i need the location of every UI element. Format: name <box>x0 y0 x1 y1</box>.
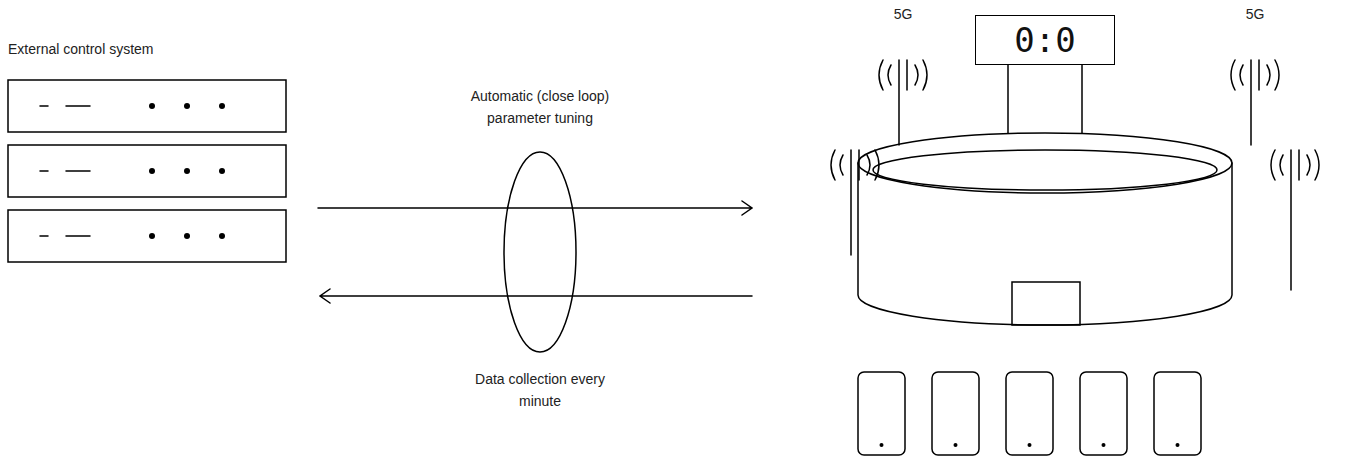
phone <box>858 372 905 455</box>
system-label: External control system <box>8 38 154 60</box>
dot <box>184 103 190 109</box>
stadium-door <box>1012 282 1080 325</box>
phones <box>858 372 1201 455</box>
phone-button <box>1176 443 1180 447</box>
phone-buttons <box>880 443 1180 447</box>
scoreboard: 0:0 <box>975 15 1115 65</box>
dash-symbol <box>40 235 90 237</box>
antenna-symbol <box>1271 150 1319 290</box>
dot <box>219 168 225 174</box>
arrow-label: Data collection every minute <box>475 368 605 412</box>
stadium-wall <box>858 163 1232 325</box>
antenna <box>879 60 927 145</box>
arrow-label: Automatic (close loop) parameter tuning <box>445 85 635 129</box>
server-box <box>8 80 286 132</box>
antenna <box>1271 150 1319 290</box>
phone <box>1080 372 1127 455</box>
stadium-rim <box>858 133 1232 193</box>
phone <box>1006 372 1053 455</box>
phone <box>1154 372 1201 455</box>
scoreboard-post <box>1008 62 1082 136</box>
server-box <box>8 210 286 262</box>
tuning-arrow <box>318 201 752 215</box>
dot <box>149 168 155 174</box>
dot <box>184 233 190 239</box>
dot <box>219 103 225 109</box>
dot <box>149 233 155 239</box>
antenna-symbol <box>879 60 927 145</box>
stadium <box>858 133 1232 325</box>
stadium-field <box>873 150 1217 190</box>
network-label: 5G <box>1246 3 1265 25</box>
phone-button <box>954 443 958 447</box>
loop-ellipse <box>504 152 576 352</box>
server-box <box>8 145 286 197</box>
dot <box>149 103 155 109</box>
collection-arrow <box>320 289 752 303</box>
dash-symbol <box>40 170 90 172</box>
phone-button <box>1028 443 1032 447</box>
antenna-symbol <box>831 150 879 255</box>
dash-symbol <box>40 105 90 107</box>
server-symbols <box>40 103 225 239</box>
loop-arrows <box>318 152 752 352</box>
network-label: 5G <box>894 3 913 25</box>
dot-symbols <box>149 103 225 239</box>
phone-button <box>880 443 884 447</box>
server-rack <box>8 80 286 262</box>
phone-button <box>1102 443 1106 447</box>
dot <box>184 168 190 174</box>
dot <box>219 233 225 239</box>
antenna <box>831 150 879 255</box>
score-text: 0:0 <box>1014 20 1075 60</box>
phone <box>932 372 979 455</box>
antenna-symbol <box>1231 60 1279 145</box>
antenna <box>1231 60 1279 145</box>
